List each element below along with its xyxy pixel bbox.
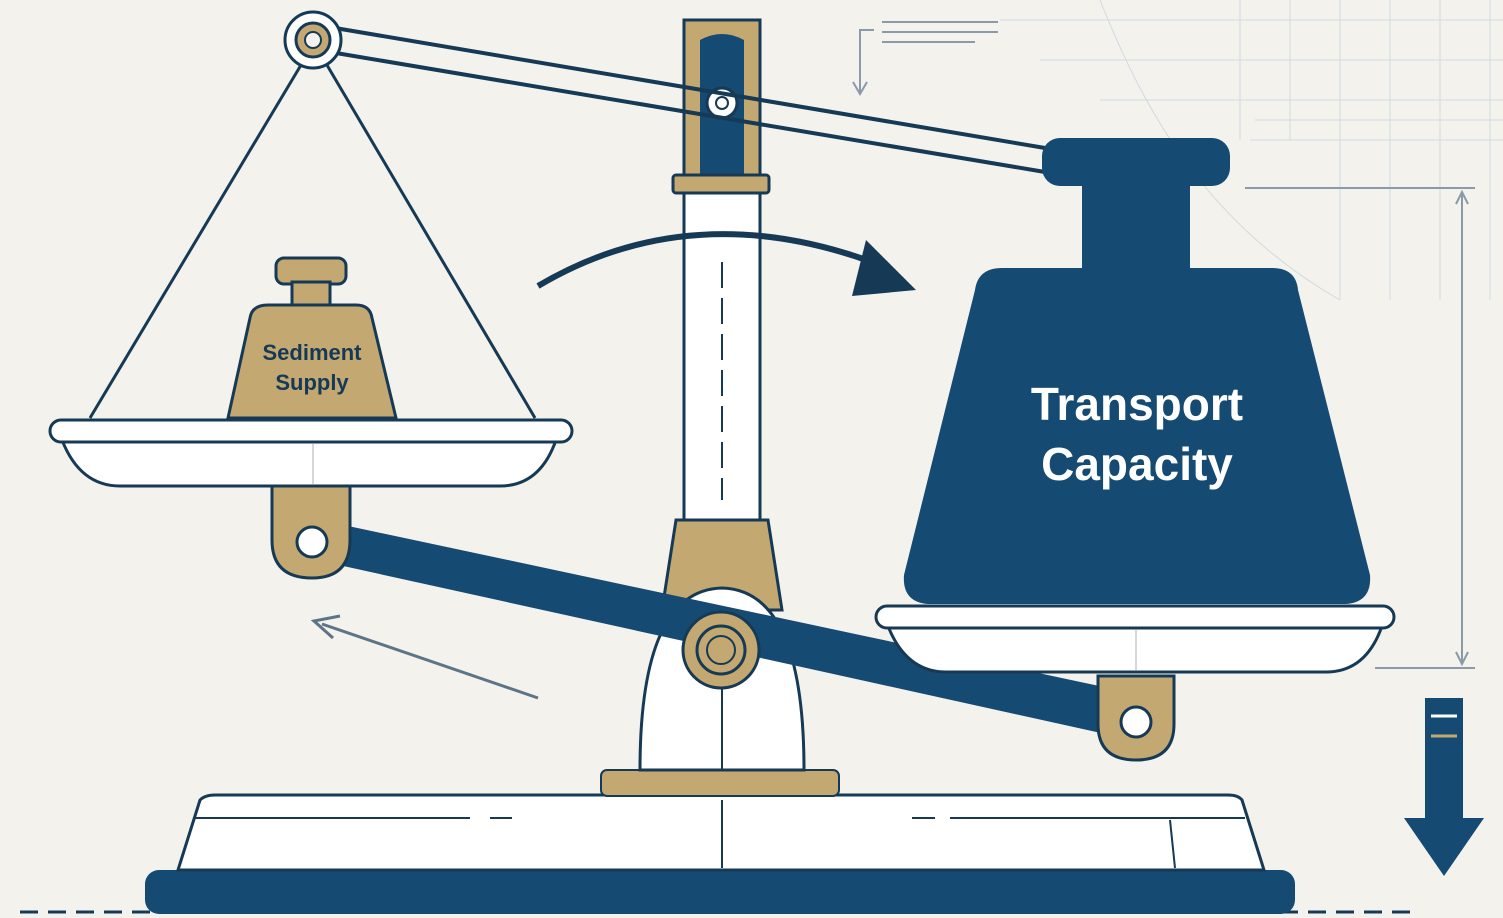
down-arrow-icon	[1404, 698, 1484, 876]
transport-capacity-weight: Transport Capacity	[903, 138, 1371, 604]
transport-capacity-label-line1: Transport	[1031, 378, 1243, 430]
sediment-supply-weight: Sediment Supply	[226, 256, 398, 420]
top-pivot	[283, 10, 343, 70]
right-hanger	[1096, 674, 1176, 762]
up-left-arrow-icon	[310, 614, 539, 700]
sediment-supply-label-line1: Sediment	[262, 340, 362, 365]
left-pan	[48, 418, 574, 488]
curved-arrow-icon	[536, 231, 916, 296]
scale-base	[145, 769, 1295, 914]
transport-capacity-label-line2: Capacity	[1041, 438, 1233, 490]
left-pan-cables	[88, 59, 537, 419]
right-pan	[874, 604, 1396, 674]
central-pivot	[681, 610, 761, 690]
blueprint-grid	[1000, 0, 1503, 301]
left-hanger	[270, 478, 352, 580]
upper-beam	[329, 26, 1046, 174]
annotation-marks	[852, 21, 998, 96]
sediment-supply-label-line2: Supply	[275, 370, 349, 395]
dimension-line	[1245, 187, 1475, 669]
